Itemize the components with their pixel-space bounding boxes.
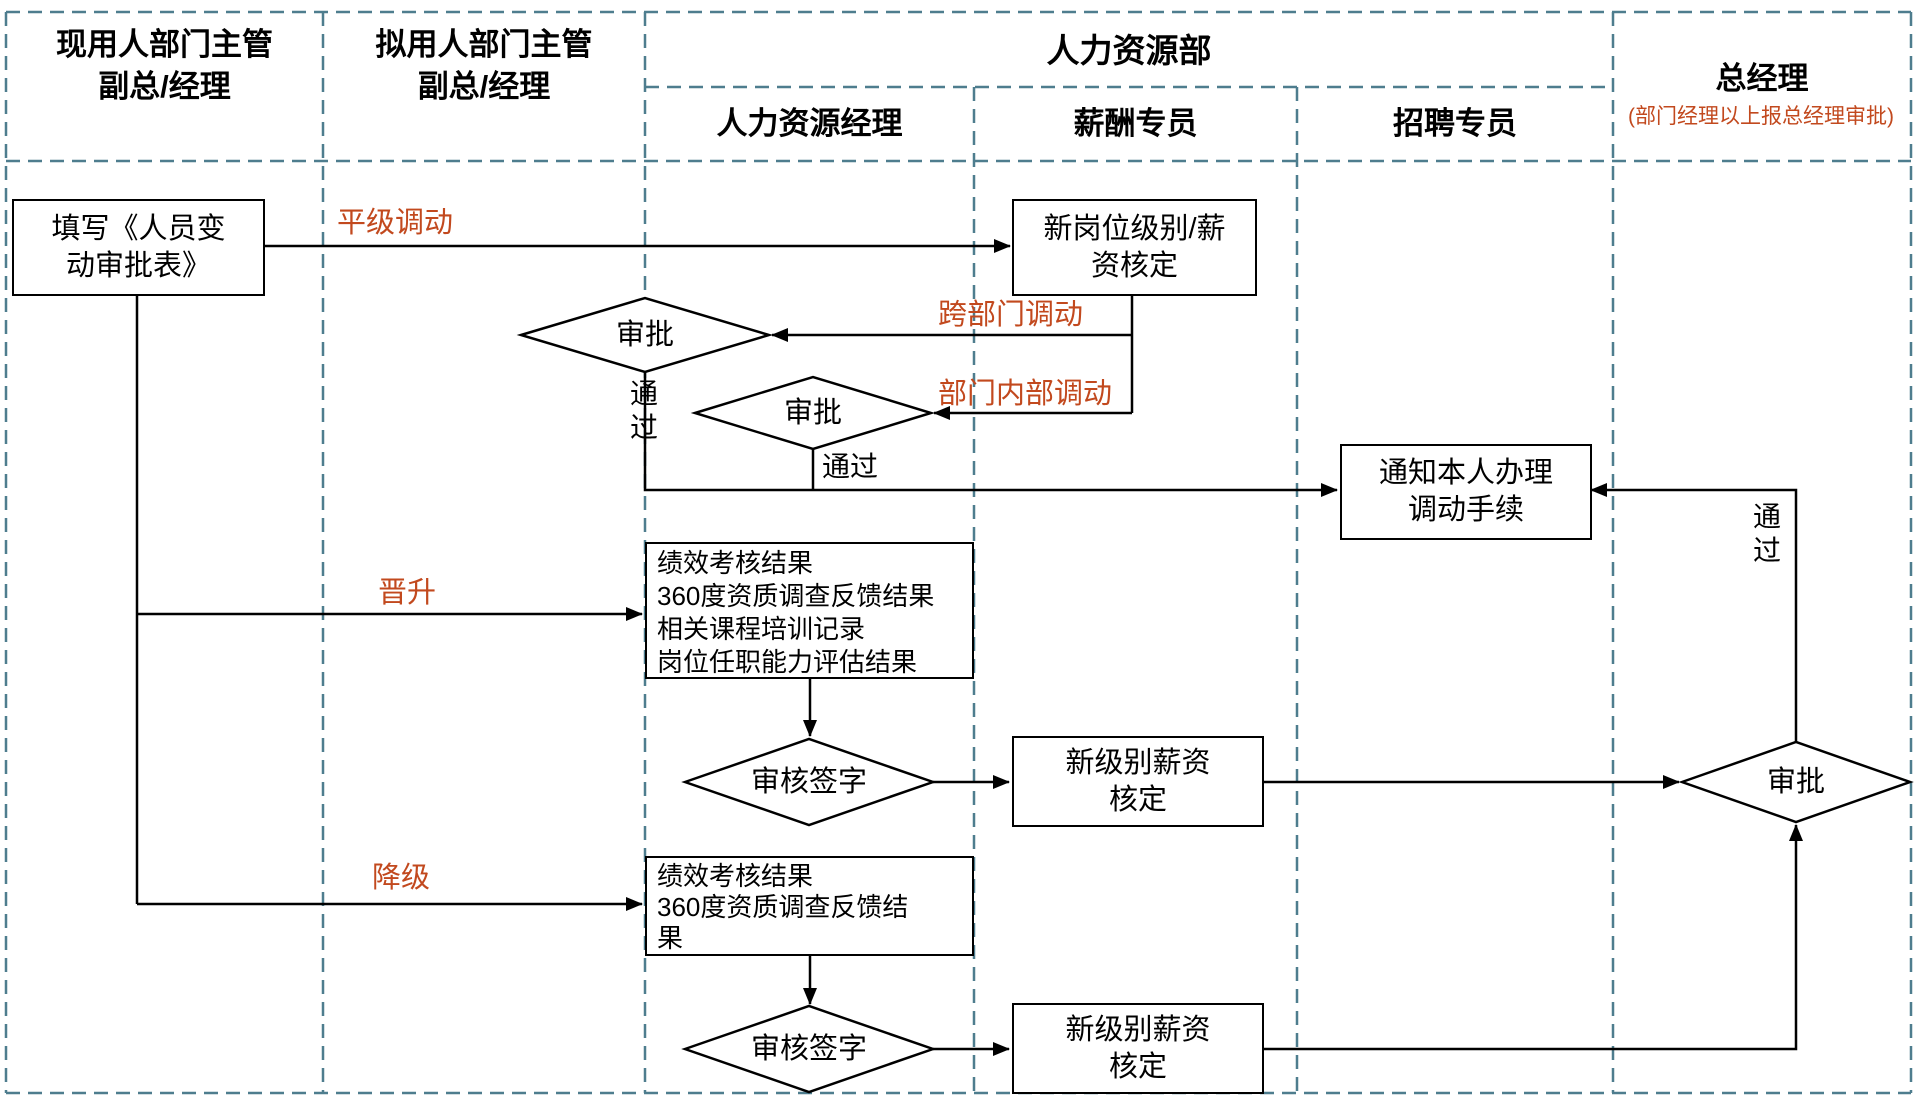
- node-demotion-docs-line2: 360度资质调查反馈结: [657, 892, 909, 922]
- node-fill-form-line2: 动审批表》: [65, 249, 211, 282]
- lane-header-proposed-dept-line2: 副总/经理: [417, 69, 551, 104]
- node-approve2-label: 审批: [783, 397, 842, 429]
- lane-header-proposed-dept-line1: 拟用人部门主管: [375, 27, 593, 62]
- node-promotion-docs-line1: 绩效考核结果: [657, 548, 814, 578]
- lane-header-recruitment-specialist: 招聘专员: [1393, 106, 1517, 141]
- edge-label-cross-dept-transfer: 跨部门调动: [938, 299, 1084, 331]
- review-sign1-diamond: [681, 737, 937, 827]
- lane-header-hr-manager: 人力资源经理: [716, 106, 903, 141]
- node-notify-transfer-line1: 通知本人办理: [1378, 457, 1553, 489]
- node-fill-form-line1: 填写《人员变: [51, 212, 226, 245]
- gm-approve-diamond: [1678, 740, 1914, 824]
- node-new-level-salary-2: 新级别薪资 核定: [1012, 1003, 1264, 1094]
- node-demotion-docs: 绩效考核结果 360度资质调查反馈结 果: [645, 856, 974, 956]
- node-new-position-salary-line1: 新岗位级别/薪: [1043, 212, 1226, 245]
- gm-approval-note: (部门经理以上报总经理审批): [1628, 105, 1894, 128]
- review-sign2-diamond: [681, 1004, 937, 1094]
- edge-label-pass-gm: 通过: [1752, 501, 1781, 566]
- lane-header-general-manager: 总经理: [1715, 61, 1809, 96]
- node-promotion-docs: 绩效考核结果 360度资质调查反馈结果 相关课程培训记录 岗位任职能力评估结果: [645, 542, 974, 679]
- edge-approve1-pass: [643, 372, 1338, 497]
- edge-label-internal-transfer: 部门内部调动: [938, 378, 1113, 410]
- approve2-diamond: [690, 375, 936, 451]
- lane-header-hr-department: 人力资源部: [1046, 32, 1212, 69]
- edge-gm-pass-to-notify: [1590, 483, 1798, 742]
- node-review-sign1-label: 审核签字: [750, 766, 867, 798]
- lane-header-current-dept-line2: 副总/经理: [98, 69, 231, 104]
- node-new-position-salary-line2: 资核定: [1090, 249, 1178, 282]
- node-new-level-salary-2-line1: 新级别薪资: [1065, 1013, 1211, 1046]
- lane-header-current-dept-line1: 现用人部门主管: [56, 27, 273, 62]
- edge-label-lateral-transfer: 平级调动: [337, 207, 454, 239]
- node-new-level-salary-1-line1: 新级别薪资: [1065, 746, 1211, 779]
- node-notify-transfer: 通知本人办理 调动手续: [1340, 444, 1592, 540]
- lane-header-current-dept: 现用人部门主管 副总/经理: [6, 24, 323, 108]
- node-notify-transfer-line2: 调动手续: [1407, 494, 1524, 526]
- node-demotion-docs-line3: 果: [657, 923, 684, 953]
- edge-label-demotion: 降级: [372, 862, 431, 894]
- node-promotion-docs-line4: 岗位任职能力评估结果: [657, 647, 918, 677]
- node-new-position-salary: 新岗位级别/薪 资核定: [1012, 199, 1257, 296]
- edge-label-pass-approve1: 通过: [629, 378, 658, 443]
- lane-header-proposed-dept: 拟用人部门主管 副总/经理: [323, 24, 645, 108]
- node-approve1-label: 审批: [615, 319, 674, 351]
- node-fill-form: 填写《人员变 动审批表》: [12, 199, 265, 296]
- node-promotion-docs-line2: 360度资质调查反馈结果: [657, 581, 935, 611]
- edge-label-promotion: 晋升: [378, 577, 437, 609]
- edge-salary2-to-gm: [1260, 824, 1803, 1051]
- node-demotion-docs-line1: 绩效考核结果: [657, 861, 814, 891]
- node-review-sign2-label: 审核签字: [750, 1033, 867, 1065]
- node-promotion-docs-line3: 相关课程培训记录: [657, 614, 866, 644]
- node-new-level-salary-2-line2: 核定: [1108, 1050, 1167, 1083]
- edge-label-pass-approve2: 通过: [822, 451, 879, 482]
- node-new-level-salary-1: 新级别薪资 核定: [1012, 736, 1264, 827]
- node-gm-approve-label: 审批: [1766, 766, 1825, 798]
- node-new-level-salary-1-line2: 核定: [1108, 783, 1167, 816]
- lane-header-compensation-specialist: 薪酬专员: [1073, 106, 1198, 141]
- approve1-diamond: [516, 296, 774, 374]
